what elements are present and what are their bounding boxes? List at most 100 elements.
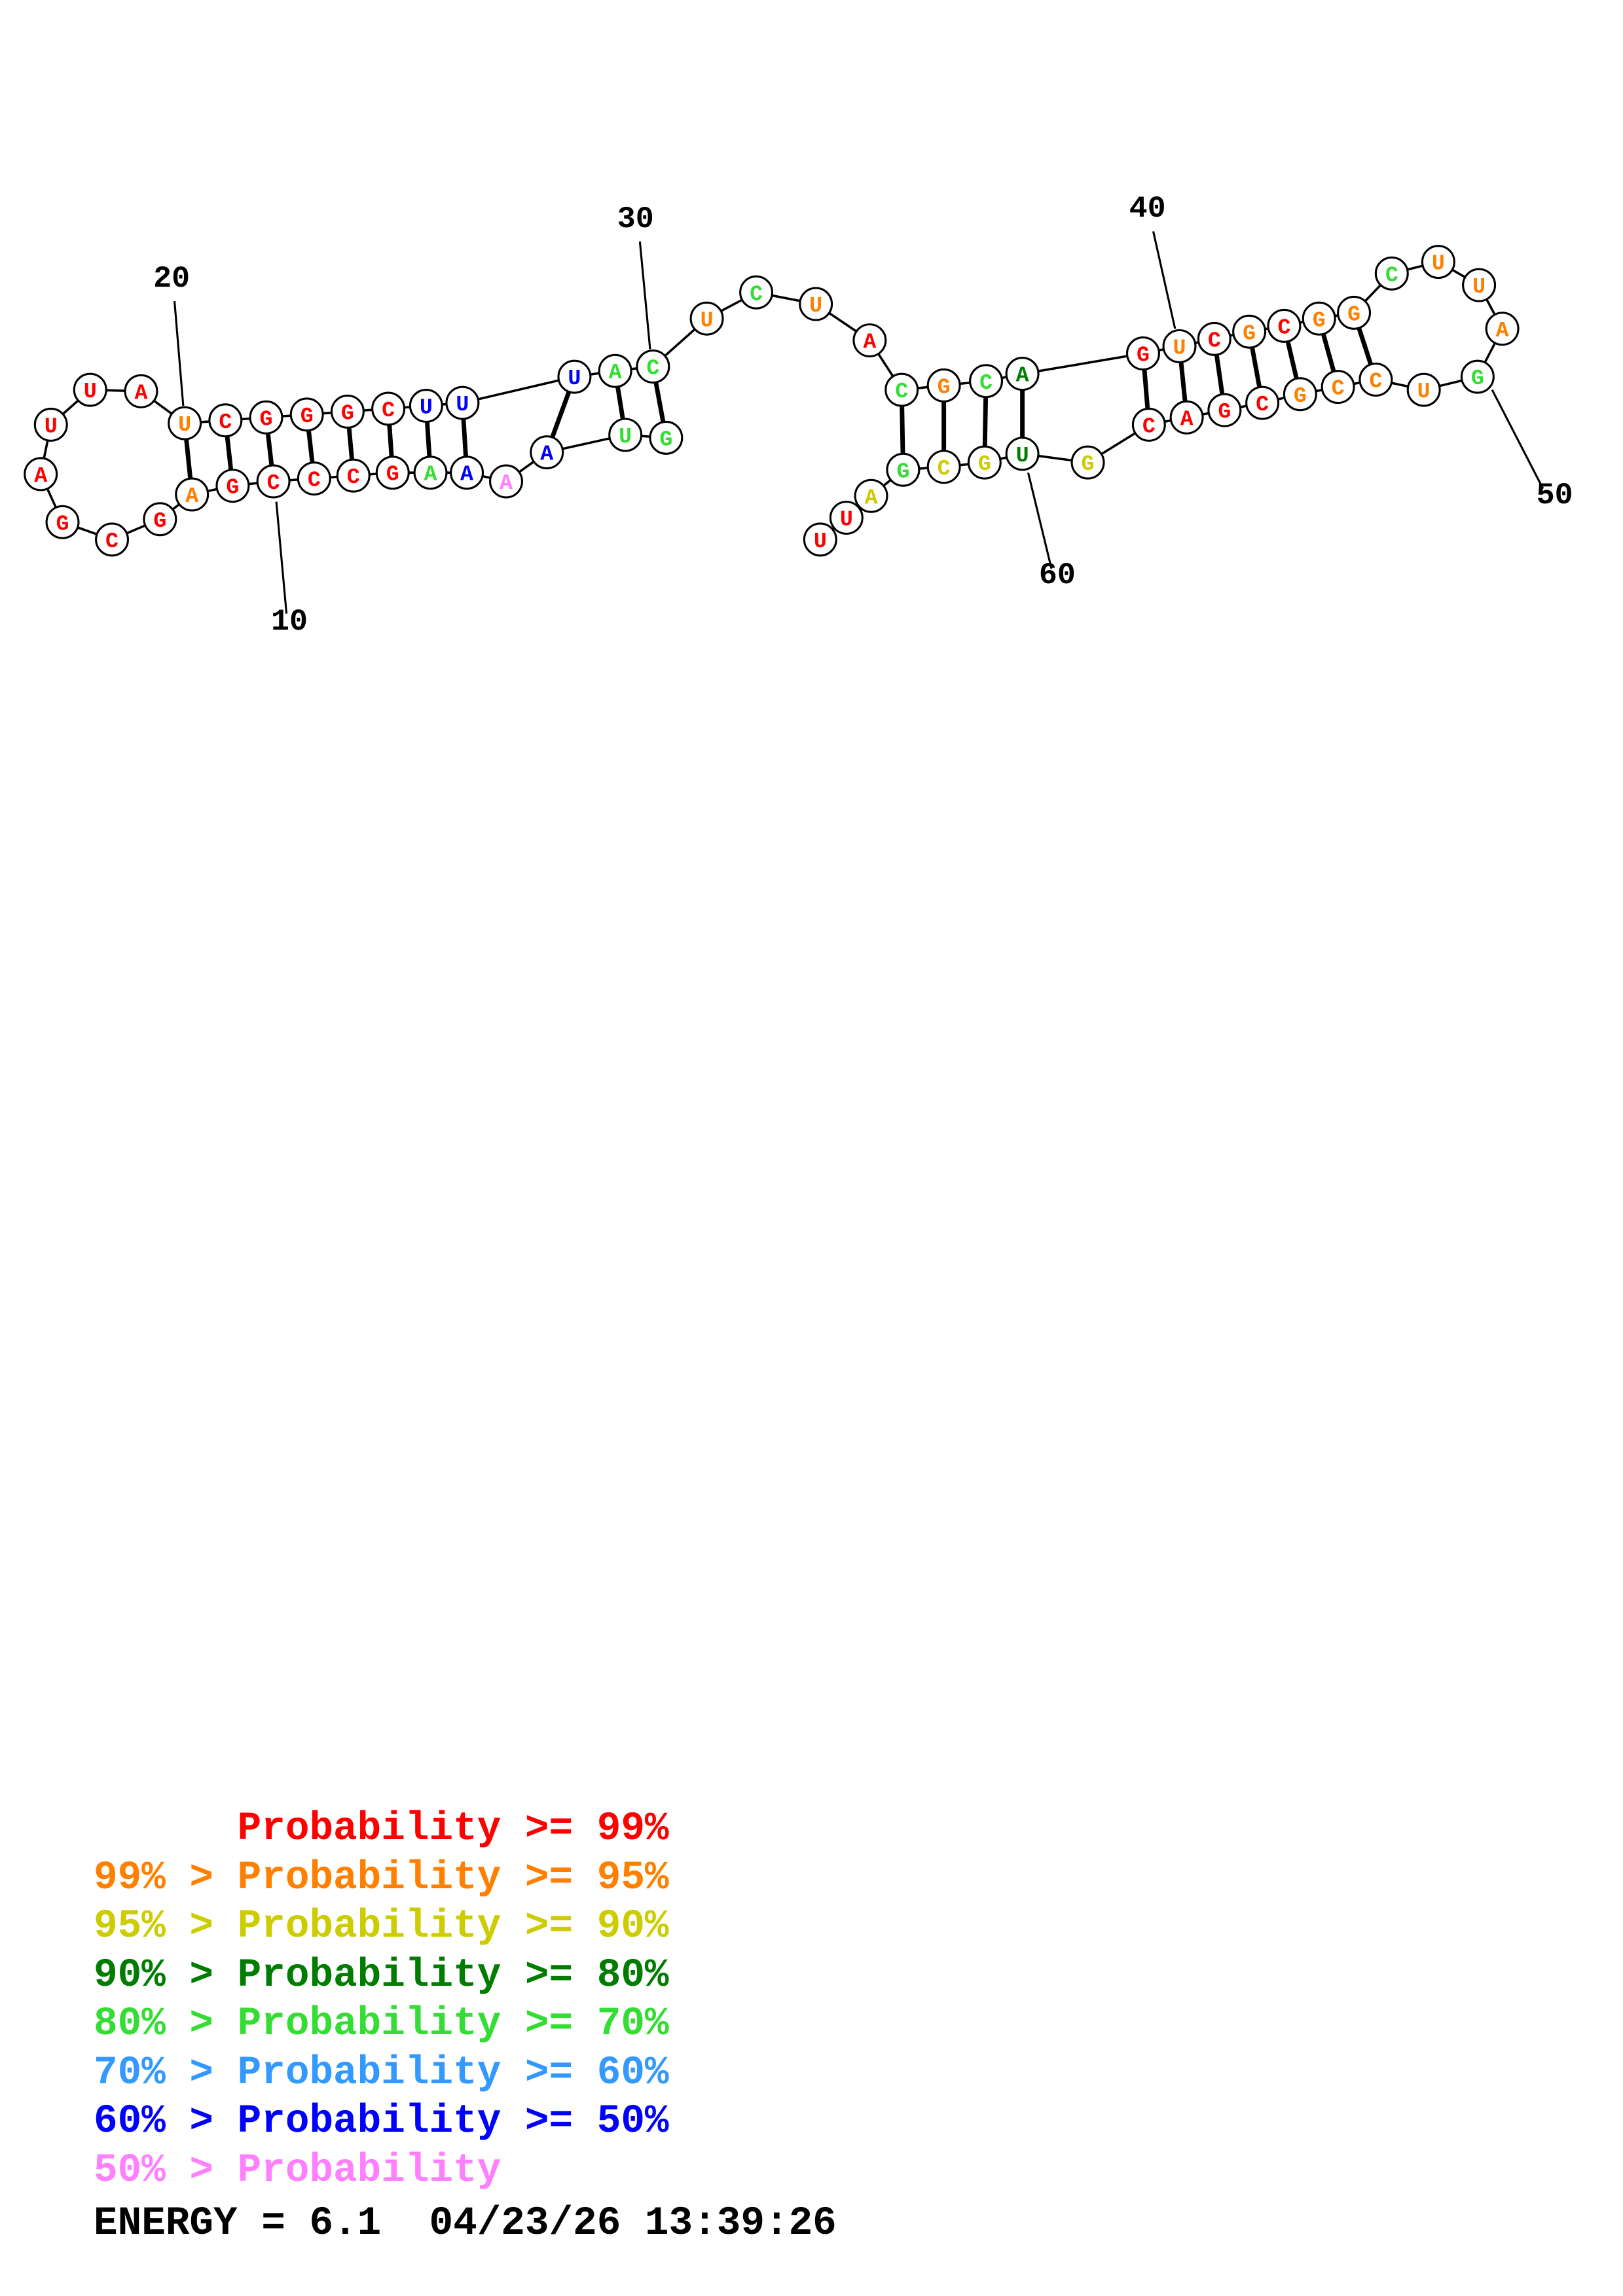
nucleotide — [336, 458, 371, 493]
nucleotide-letter: G — [938, 375, 951, 400]
nucleotide-letter: A — [1016, 364, 1029, 389]
nucleotide-letter: C — [1277, 315, 1290, 340]
nucleotide — [1070, 445, 1105, 480]
nucleotide-letter: U — [1173, 336, 1186, 361]
nucleotide — [1131, 407, 1166, 442]
legend-line: 99% > Probability >= 95% — [94, 1855, 669, 1901]
nucleotide — [799, 287, 833, 321]
nucleotide-letter: A — [34, 464, 47, 489]
nucleotide — [1421, 245, 1455, 279]
nucleotide-letter: U — [45, 414, 58, 439]
nucleotide — [409, 389, 443, 423]
nucleotide-letter: C — [895, 380, 908, 404]
nucleotide-letter: G — [56, 512, 69, 537]
nucleotide — [884, 372, 919, 407]
nucleotide-letter: G — [226, 476, 239, 501]
nucleotide-letter: G — [978, 452, 991, 477]
nucleotide — [249, 400, 283, 435]
nucleotide — [124, 374, 158, 408]
nucleotide — [1232, 314, 1267, 349]
nucleotide — [1005, 437, 1040, 471]
nucleotide-letter: C — [308, 469, 321, 493]
nucleotide — [1406, 372, 1441, 407]
nucleotide-letter: C — [1332, 377, 1345, 402]
nucleotide-letter: U — [1016, 444, 1029, 469]
nucleotide-letter: C — [1142, 414, 1156, 439]
nucleotide-letter: C — [105, 529, 119, 554]
nucleotide-letter: C — [1369, 370, 1382, 395]
nucleotide — [445, 386, 480, 420]
nucleotide — [1485, 312, 1520, 346]
nucleotide — [852, 323, 887, 358]
position-label-line — [173, 300, 185, 406]
nucleotide — [73, 372, 107, 407]
nucleotide — [739, 275, 774, 310]
legend-line: 60% > Probability >= 50% — [94, 2099, 669, 2144]
legend-line: 80% > Probability >= 70% — [94, 2001, 669, 2047]
legend-line: 70% > Probability >= 60% — [94, 2050, 669, 2096]
nucleotide — [413, 456, 448, 490]
position-label-line — [1152, 231, 1176, 329]
nucleotide — [803, 522, 837, 557]
legend-line: 90% > Probability >= 80% — [94, 1952, 669, 1998]
nucleotide — [215, 469, 250, 503]
nucleotide — [608, 418, 643, 452]
nucleotide-letter: U — [701, 308, 714, 333]
nucleotide — [1005, 357, 1040, 391]
nucleotide — [1162, 329, 1197, 363]
nucleotide-letter: A — [185, 484, 198, 509]
nucleotide — [854, 478, 888, 513]
nucleotide-letter: C — [750, 282, 763, 307]
nucleotide — [371, 391, 406, 426]
nucleotide — [375, 456, 410, 490]
nucleotide — [143, 502, 177, 537]
nucleotide — [530, 435, 564, 470]
nucleotide — [256, 464, 291, 499]
nucleotide — [1267, 308, 1302, 343]
nucleotide-letter: A — [500, 471, 513, 496]
nucleotide-letter: U — [809, 294, 822, 319]
nucleotide-letter: A — [460, 463, 473, 488]
nucleotide-letter: A — [1180, 407, 1194, 432]
nucleotide-letter: U — [840, 508, 853, 533]
backbone-group — [39, 260, 1504, 541]
nucleotide-letter: G — [301, 404, 314, 429]
nucleotide — [1125, 336, 1160, 371]
nucleotide-letter: A — [134, 381, 147, 406]
nucleotide — [1321, 370, 1355, 404]
nucleotide-letter: A — [1496, 319, 1509, 344]
position-label: 60 — [1039, 558, 1076, 593]
nucleotide-letter: G — [659, 427, 672, 452]
nucleotide-letter: C — [979, 371, 993, 396]
nucleotide-letter: U — [1417, 380, 1431, 404]
nucleotide — [33, 407, 68, 442]
nucleotide — [45, 505, 80, 539]
legend-line: 50% > Probability — [94, 2147, 501, 2193]
nucleotide-letter: U — [178, 413, 191, 438]
position-label-line — [1027, 472, 1053, 569]
nucleotide-letter: C — [347, 465, 360, 490]
nucleotide-letter: U — [619, 425, 632, 450]
position-label-line — [275, 501, 288, 614]
nucleotide — [926, 368, 961, 403]
nucleotide — [969, 364, 1004, 399]
nucleotide-letter: C — [219, 410, 232, 435]
nucleotide-letter: G — [1471, 367, 1484, 391]
nucleotide — [1460, 359, 1495, 394]
nucleotide-letter: C — [646, 357, 659, 382]
position-label: 10 — [271, 605, 308, 639]
nucleotide-letter: G — [260, 407, 273, 432]
nucleotide-letter: C — [1208, 329, 1221, 353]
nucleotide — [967, 445, 1002, 480]
nucleotide-letter: A — [424, 463, 437, 488]
nucleotide — [175, 477, 210, 512]
nucleotide — [289, 397, 324, 432]
nucleotide — [1207, 393, 1242, 427]
nucleotide — [1462, 268, 1497, 302]
nucleotide — [24, 457, 58, 492]
nucleotide — [1359, 363, 1393, 397]
nucleotide-letter: U — [420, 396, 433, 421]
nucleotide-letter: A — [609, 361, 622, 386]
nucleotide — [95, 522, 130, 557]
